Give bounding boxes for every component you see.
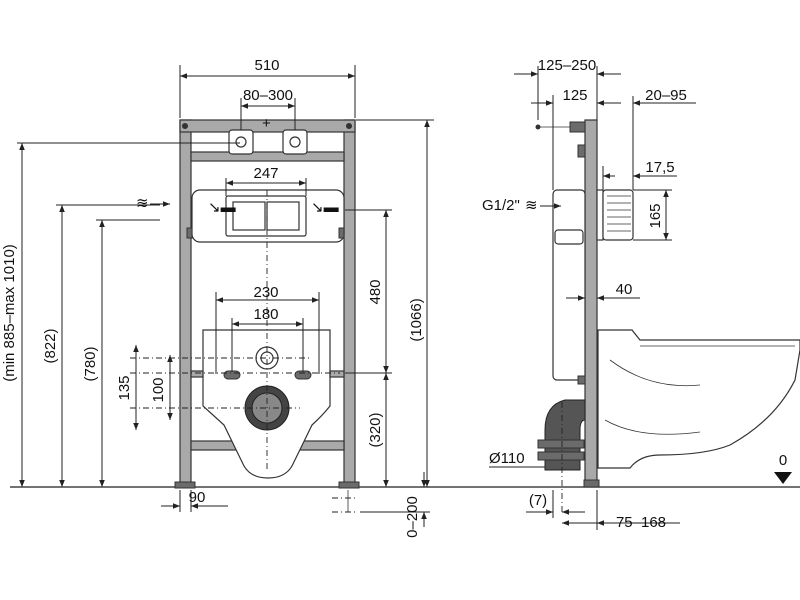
- side-dim-125: 125: [562, 87, 587, 104]
- side-view: G1/2" ≋: [482, 119, 800, 515]
- dim-100: 100: [150, 377, 167, 402]
- dim-anchor-spacing: 80–300: [243, 87, 293, 104]
- dim-780: (780): [82, 346, 99, 381]
- floor-level-marker: 0: [774, 452, 792, 484]
- side-water-inlet-label: G1/2": [482, 197, 520, 214]
- frame-right-upright: [343, 119, 356, 487]
- cistern-clip: [186, 227, 193, 239]
- floor-level-triangle: [774, 472, 792, 484]
- dim-range-height: (min 885–max 1010): [1, 244, 18, 382]
- side-dim-75-168: 75–168: [616, 514, 666, 531]
- side-dim-17-5: 17,5: [645, 159, 674, 176]
- side-frame-upright: [584, 119, 598, 487]
- side-flush-plate: [596, 189, 604, 241]
- side-dimensions: 125–250 125 20–95 17,5 165 40 Ø110 (7): [489, 57, 696, 531]
- dim-320: (320): [367, 412, 384, 447]
- front-view: + ↘▬ ↘▬: [130, 115, 360, 513]
- dim-studs-outer: 230: [253, 284, 278, 301]
- cistern-brand-left: ↘▬: [208, 199, 236, 216]
- water-inlet-arrow-front: ≋: [136, 195, 149, 212]
- dim-frame-width: 510: [254, 57, 279, 74]
- flush-button-right: [266, 201, 300, 231]
- dim-frame-height: (1066): [408, 298, 425, 341]
- front-dimensions: 510 80–300 247 230 180 (1066) (min 885–m…: [1, 57, 434, 538]
- side-plate-housing: [602, 189, 634, 241]
- dim-822: (822): [42, 328, 59, 363]
- frame-bolt: [346, 123, 352, 129]
- side-dim-7: (7): [529, 492, 547, 509]
- frame-left-upright: [179, 119, 192, 487]
- frame-upper-rail: [190, 151, 345, 162]
- side-dim-125-250: 125–250: [538, 57, 596, 74]
- wall-anchor-hole: [289, 136, 301, 148]
- frame-bolt: [182, 123, 188, 129]
- dim-480: 480: [367, 279, 384, 304]
- dim-studs-inner: 180: [253, 306, 278, 323]
- cistern-brand-right: ↘▬: [311, 199, 339, 216]
- wall-anchor-hole: [235, 136, 247, 148]
- stud-bar-right: [329, 370, 345, 378]
- top-cross-mark: +: [262, 115, 271, 132]
- dim-flush-plate: 247: [253, 165, 278, 182]
- dim-foot: 90: [189, 489, 206, 506]
- water-inlet-arrow-side: ≋: [525, 197, 538, 214]
- dim-135: 135: [116, 375, 133, 400]
- frame-foot-left: [174, 481, 196, 489]
- floor-level-label: 0: [779, 452, 787, 469]
- side-toilet-pan: [597, 329, 800, 469]
- flush-button-left: [232, 201, 266, 231]
- dim-leg-adjust: 0–200: [404, 496, 421, 538]
- side-dim-165: 165: [647, 203, 664, 228]
- side-label-drain: Ø110: [489, 450, 525, 467]
- mounting-stud-right: [294, 370, 312, 380]
- side-dim-40: 40: [616, 281, 633, 298]
- stud-bar-left: [190, 370, 204, 378]
- cistern-clip: [338, 227, 345, 239]
- side-dim-20-95: 20–95: [645, 87, 687, 104]
- mounting-stud-left: [223, 370, 241, 380]
- frame-top-rail: [179, 119, 356, 133]
- side-cistern: [552, 189, 586, 381]
- frame-foot-right: [338, 481, 360, 489]
